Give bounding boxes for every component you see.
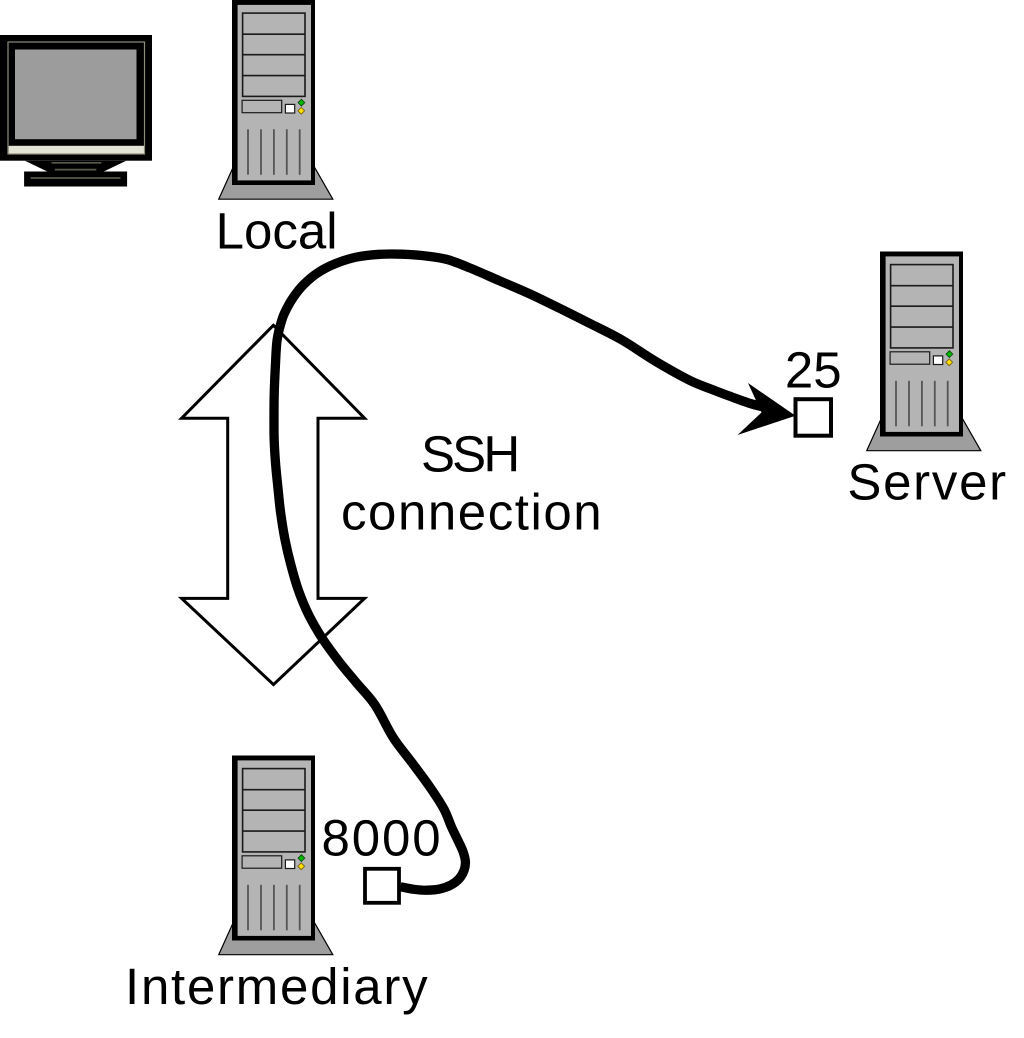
svg-text:Server: Server <box>847 453 1008 510</box>
svg-text:25: 25 <box>785 342 842 399</box>
svg-text:8000: 8000 <box>321 810 442 867</box>
svg-text:Intermediary: Intermediary <box>125 958 429 1015</box>
svg-text:connection: connection <box>341 483 603 540</box>
svg-text:SSH: SSH <box>421 425 517 482</box>
svg-text:Local: Local <box>216 203 338 260</box>
